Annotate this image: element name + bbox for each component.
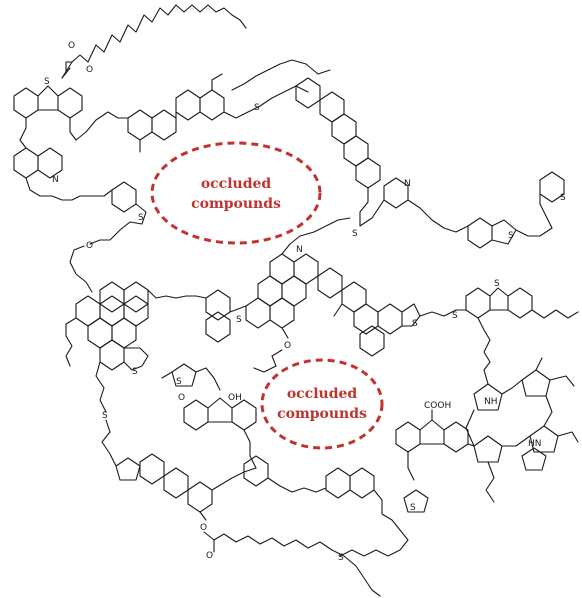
sulfur-label-11: S bbox=[102, 411, 108, 421]
sulfur-label-2: S bbox=[254, 103, 260, 113]
bottom-ester-chain: O bbox=[203, 531, 381, 597]
ester-oxygen-label: O bbox=[68, 41, 75, 51]
sulfur-label-6: S bbox=[138, 213, 144, 223]
ester-oxygen-label-3: O bbox=[200, 523, 207, 533]
sulfur-label-12: S bbox=[494, 279, 500, 289]
nitrogen-label-3: N bbox=[296, 245, 303, 255]
naphthalene-lower bbox=[325, 467, 401, 531]
sulfur-label-8: S bbox=[412, 319, 418, 329]
nitrogen-label-1: N bbox=[52, 175, 59, 185]
quinoline-left: N bbox=[13, 139, 105, 201]
ether-oxygen-label-2: O bbox=[284, 341, 291, 351]
dibenzothiophene-right: S bbox=[455, 279, 579, 363]
sulfur-label-13: S bbox=[176, 377, 182, 387]
hydroxyl-label: OH bbox=[228, 393, 242, 403]
sulfoxide-oxygen-label: O bbox=[178, 393, 185, 403]
occluded-label-1-line1: occluded bbox=[201, 176, 272, 192]
fluorene-carboxylic: COOH bbox=[395, 401, 475, 481]
occluded-region-2: occluded compounds bbox=[260, 358, 384, 450]
sulfur-label-1: S bbox=[44, 77, 50, 87]
sulfur-label-10: S bbox=[132, 367, 138, 377]
thiane-upper-right: S bbox=[539, 171, 566, 229]
cooh-label: COOH bbox=[424, 401, 451, 411]
occluded-label-2-line2: compounds bbox=[277, 406, 367, 422]
alkyl-chain-upper bbox=[75, 111, 129, 141]
hn-label: HN bbox=[528, 439, 542, 449]
sulfur-label-15: S bbox=[338, 553, 344, 563]
benzothiophene-right: S bbox=[467, 217, 553, 249]
steroid-top: S bbox=[127, 73, 309, 153]
occlusion-ellipse-1 bbox=[150, 141, 322, 245]
fluorenol: OH bbox=[183, 393, 257, 469]
benzothiophene-mid-left: S O bbox=[69, 181, 147, 293]
dibenzothiophene-top-left: S bbox=[13, 77, 83, 141]
ester-oxygen-label-4: O bbox=[206, 551, 213, 561]
alkyl-chain-top-mid bbox=[231, 59, 331, 91]
occluded-label-1-line2: compounds bbox=[191, 196, 281, 212]
thiolane-lower: S S bbox=[338, 489, 429, 563]
sulfur-label-5: S bbox=[560, 193, 566, 203]
ester-oxygen-label-2: O bbox=[86, 65, 93, 75]
sulfur-label-4: S bbox=[508, 231, 514, 241]
occluded-label-2-line1: occluded bbox=[287, 386, 358, 402]
dibenzothiophene-center: S bbox=[155, 289, 247, 343]
steroid-bottom: O bbox=[101, 419, 257, 533]
steroid-top-right: S bbox=[295, 77, 381, 239]
sulfur-label-3: S bbox=[352, 229, 358, 239]
benzene-lower-center bbox=[243, 455, 327, 493]
ether-oxygen-label: O bbox=[86, 241, 93, 251]
porphyrin-system: NH HN bbox=[465, 357, 579, 503]
cyclopentane-porphyrin-fused bbox=[521, 447, 547, 471]
occluded-region-1: occluded compounds bbox=[150, 141, 322, 245]
nitrogen-label-2: N bbox=[404, 179, 411, 189]
nh-label: NH bbox=[484, 397, 498, 407]
ester-group-top: O O bbox=[61, 41, 93, 79]
sulfur-label-7: S bbox=[236, 315, 242, 325]
occlusion-ellipse-2 bbox=[260, 358, 384, 450]
sulfur-label-14: S bbox=[410, 503, 416, 513]
central-aromatic-core: N O bbox=[245, 217, 367, 373]
pyridine-upper-right: N bbox=[359, 177, 469, 233]
pericondensed-aromatic-left: S S bbox=[65, 281, 157, 421]
sulfoxide-thiolane: S O bbox=[161, 363, 221, 403]
fluorene-center-right: S S bbox=[333, 303, 458, 357]
sulfur-label-9: S bbox=[452, 311, 458, 321]
